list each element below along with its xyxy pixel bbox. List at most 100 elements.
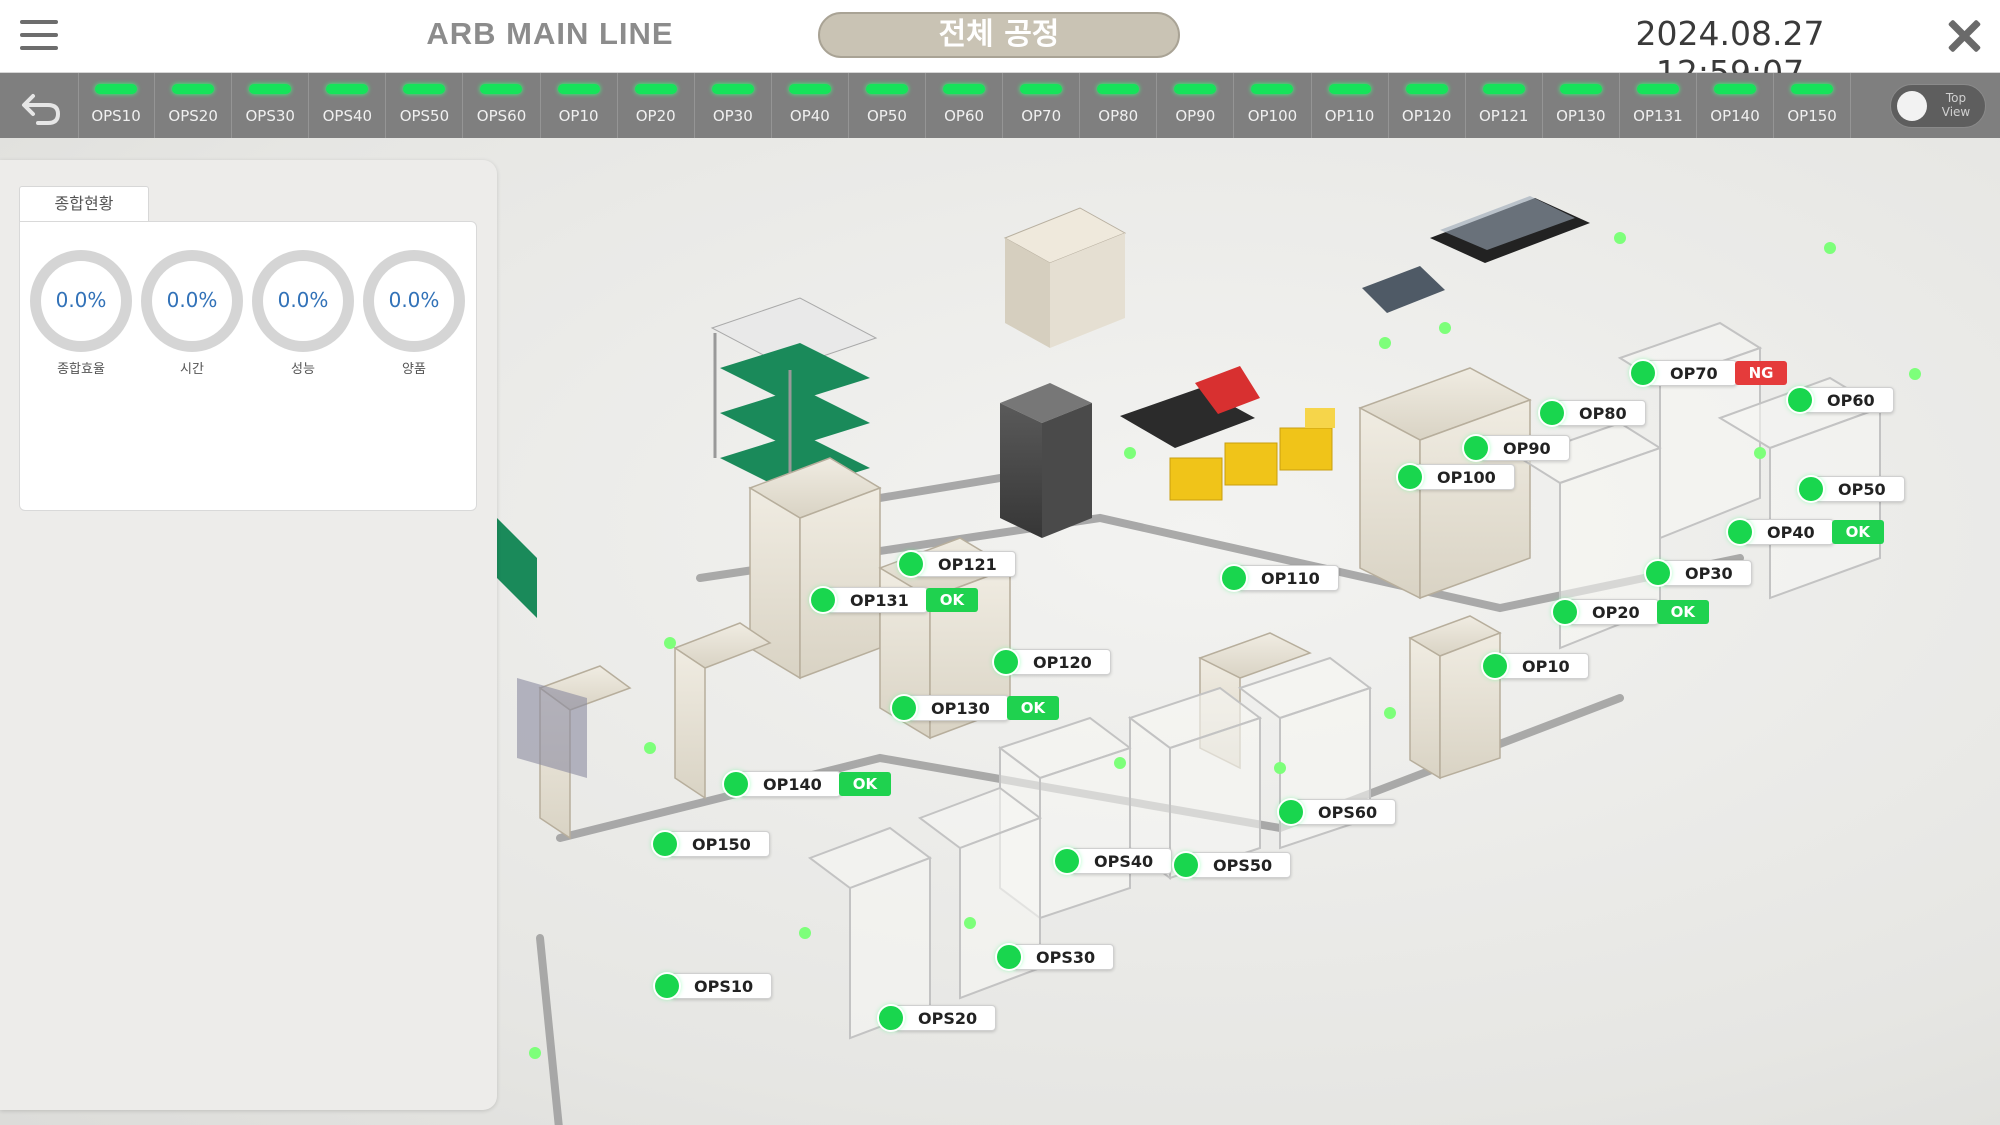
result-badge-ok: OK	[1006, 696, 1060, 720]
status-indicator	[1559, 84, 1602, 94]
status-indicator	[1251, 84, 1294, 94]
station-label-ops30[interactable]: OPS30	[997, 942, 1115, 972]
station-cell-op150[interactable]: OP150	[1774, 73, 1852, 138]
station-label-op90[interactable]: OP90	[1464, 433, 1570, 463]
status-indicator	[1174, 84, 1217, 94]
summary-tab[interactable]: 종합현황	[19, 186, 149, 221]
status-indicator	[865, 84, 908, 94]
station-label-ops50[interactable]: OPS50	[1174, 850, 1292, 880]
station-cell-op10[interactable]: OP10	[541, 73, 618, 138]
status-indicator	[788, 84, 831, 94]
station-cell-label: OP10	[558, 107, 599, 125]
station-cell-op80[interactable]: OP80	[1080, 73, 1158, 138]
result-badge-ok: OK	[1831, 520, 1884, 544]
station-cell-label: OP110	[1324, 107, 1375, 125]
summary-card: 0.0% 종합효율 0.0% 시간 0.0% 성능 0.0% 양품	[19, 221, 477, 511]
station-label-op30[interactable]: OP30	[1646, 558, 1752, 588]
station-cell-op90[interactable]: OP90	[1157, 73, 1235, 138]
station-label-op120[interactable]: OP120	[994, 647, 1111, 677]
datetime-display: 2024.08.27 12:59:07	[1635, 14, 1825, 92]
station-cell-op50[interactable]: OP50	[849, 73, 927, 138]
station-cell-label: OP90	[1175, 107, 1216, 125]
result-badge-ok: OK	[925, 588, 979, 612]
station-cell-op60[interactable]: OP60	[926, 73, 1004, 138]
status-indicator	[711, 84, 754, 94]
station-label-op80[interactable]: OP80	[1540, 398, 1646, 428]
back-button[interactable]	[0, 73, 79, 138]
result-badge-ng: NG	[1734, 361, 1788, 385]
station-cell-op40[interactable]: OP40	[772, 73, 849, 138]
station-cell-label: OP131	[1633, 107, 1683, 125]
station-cell-ops30[interactable]: OPS30	[232, 73, 310, 138]
yellow-bins	[1169, 408, 1335, 501]
station-cell-label: OP20	[635, 107, 676, 125]
station-label-ops20[interactable]: OPS20	[879, 1003, 997, 1033]
station-label-op121[interactable]: OP121	[899, 549, 1016, 579]
station-cell-op131[interactable]: OP131	[1620, 73, 1697, 138]
gauge-quality: 0.0%	[363, 250, 465, 352]
station-cell-op70[interactable]: OP70	[1003, 73, 1081, 138]
station-label-op60[interactable]: OP60	[1788, 385, 1894, 415]
line-name: ARB MAIN LINE	[426, 16, 674, 51]
top-header: ARB MAIN LINE 전체 공정 2024.08.27 12:59:07	[0, 0, 2000, 92]
station-label-op110[interactable]: OP110	[1222, 563, 1339, 593]
station-cell-label: OP100	[1247, 107, 1298, 125]
edge-equipment	[497, 518, 587, 778]
gauge-performance-label: 성능	[291, 362, 315, 377]
toggle-label-view: View	[1941, 105, 1971, 119]
status-indicator	[326, 84, 369, 94]
station-cell-op121[interactable]: OP121	[1466, 73, 1543, 138]
gauge-oee-label: 종합효율	[57, 362, 105, 377]
station-cell-op100[interactable]: OP100	[1234, 73, 1312, 138]
station-cell-label: OP50	[867, 107, 907, 125]
gauge-time: 0.0%	[141, 250, 243, 352]
station-cell-op20[interactable]: OP20	[618, 73, 695, 138]
all-process-button[interactable]: 전체 공정	[818, 12, 1180, 58]
gauge-oee: 0.0%	[30, 250, 132, 352]
station-cell-ops40[interactable]: OPS40	[309, 73, 387, 138]
station-cell-label: OP130	[1556, 107, 1606, 125]
station-cell-op120[interactable]: OP120	[1389, 73, 1466, 138]
station-cell-op110[interactable]: OP110	[1312, 73, 1389, 138]
station-label-ops60[interactable]: OPS60	[1279, 797, 1397, 827]
station-cell-op30[interactable]: OP30	[695, 73, 772, 138]
result-badge-ok: OK	[1656, 600, 1709, 624]
station-cell-op140[interactable]: OP140	[1697, 73, 1775, 138]
status-indicator	[1097, 84, 1140, 94]
station-cell-op130[interactable]: OP130	[1543, 73, 1620, 138]
factory-floor-illustration	[529, 196, 1921, 1125]
station-label-op10[interactable]: OP10	[1483, 651, 1589, 681]
station-cell-ops60[interactable]: OPS60	[463, 73, 541, 138]
status-indicator	[1020, 84, 1063, 94]
station-cell-label: OP150	[1787, 107, 1837, 125]
close-icon[interactable]	[1944, 16, 1984, 56]
status-indicator	[1636, 84, 1679, 94]
station-label-op100[interactable]: OP100	[1398, 462, 1515, 492]
station-cell-label: OP120	[1401, 107, 1452, 125]
hamburger-menu-icon[interactable]	[20, 20, 58, 52]
station-label-op50[interactable]: OP50	[1799, 474, 1905, 504]
station-cell-ops50[interactable]: OPS50	[386, 73, 464, 138]
station-cell-ops10[interactable]: OPS10	[78, 73, 156, 138]
status-indicator	[249, 84, 292, 94]
station-cell-label: OP140	[1710, 107, 1760, 125]
station-label-op150[interactable]: OP150	[653, 829, 770, 859]
station-label-ops10[interactable]: OPS10	[655, 971, 773, 1001]
station-cell-label: OPS10	[91, 107, 141, 125]
result-badge-ok: OK	[838, 772, 892, 796]
station-cell-ops20[interactable]: OPS20	[155, 73, 233, 138]
status-indicator	[1482, 84, 1525, 94]
gauge-oee-value: 0.0%	[55, 288, 107, 312]
station-cell-label: OPS20	[168, 107, 218, 125]
gauge-time-value: 0.0%	[166, 288, 218, 312]
station-label-ops40[interactable]: OPS40	[1055, 846, 1173, 876]
